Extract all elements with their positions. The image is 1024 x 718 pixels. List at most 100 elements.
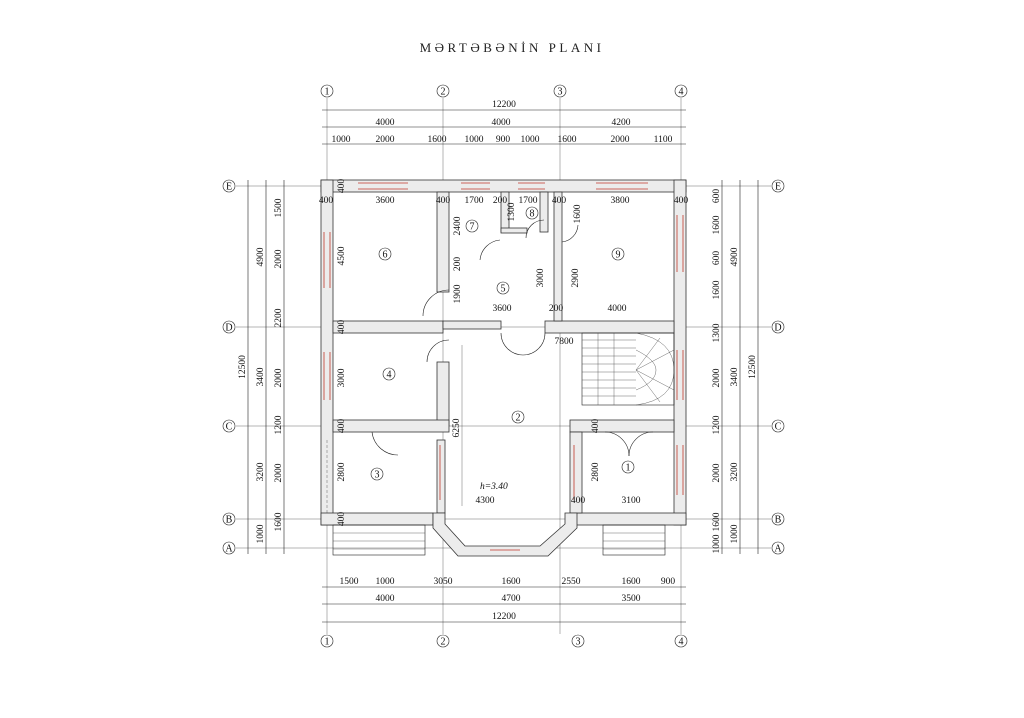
idim-400-h: 400 (591, 419, 601, 434)
dim-right-row1-9: 1000 (712, 534, 722, 553)
idim-400-d: 400 (674, 196, 689, 206)
dim-bottom-row1-6: 900 (661, 577, 676, 587)
idim-400-g: 400 (337, 419, 347, 434)
door-room7 (479, 239, 501, 261)
axis-bubble-bottom-2 (436, 634, 450, 648)
dim-right-row2-1: 3400 (730, 367, 740, 386)
axis-label-left-d: D (225, 323, 232, 334)
room-7-marker (465, 219, 479, 233)
axis-bubble-right-e (771, 179, 785, 193)
idim-2400: 2400 (453, 216, 463, 235)
idim-3600-b: 3600 (493, 304, 512, 314)
room-1-label: 1 (626, 463, 631, 474)
idim-1700-b: 1700 (519, 196, 538, 206)
room-9-marker (611, 247, 625, 261)
idim-2900: 2900 (571, 268, 581, 287)
axis-bubble-top-3 (553, 84, 567, 98)
axis-bubble-bottom-4 (674, 634, 688, 648)
door-room9 (561, 224, 579, 243)
doors (371, 219, 654, 457)
dim-left-row3-0: 1500 (274, 198, 284, 217)
door-room3 (371, 431, 399, 456)
axis-label-right-c: C (775, 422, 782, 433)
wall-east (673, 179, 687, 526)
dim-top-row3-4: 900 (496, 135, 511, 145)
stair-curve-1 (635, 332, 675, 371)
door-room8 (525, 219, 545, 239)
wall-d-left (332, 320, 444, 334)
dim-bottom-row2-0: 4000 (376, 594, 395, 604)
axis-label-top-1: 1 (325, 87, 330, 98)
wall-c-left (332, 419, 450, 433)
axis-label-bottom-2: 2 (441, 637, 446, 648)
interior-dimensions: 400 3600 400 1700 200 1700 400 3800 400 … (319, 179, 689, 527)
dim-right-row2-0: 4900 (730, 247, 740, 266)
wall-2-lower (436, 439, 446, 514)
dim-right-row2-2: 3200 (730, 462, 740, 481)
stair-curve-3 (635, 349, 657, 391)
idim-400-i: 400 (571, 496, 586, 506)
wall-west (320, 179, 334, 526)
dim-left-row3-2: 2200 (274, 308, 284, 327)
dim-bottom-row2-1: 4700 (502, 594, 521, 604)
staircase (581, 332, 675, 406)
room-6-label: 6 (383, 250, 388, 261)
stair-wind-4 (635, 369, 661, 403)
dim-left-row3-5: 2000 (274, 463, 284, 482)
dim-left-row2-0: 4900 (256, 247, 266, 266)
wall-wc-east (539, 191, 549, 233)
room-8-marker (525, 206, 539, 220)
idim-2800-a: 2800 (337, 462, 347, 481)
axis-bubble-top-1 (320, 84, 334, 98)
room-4-marker (382, 367, 396, 381)
idim-400-e: 400 (337, 179, 347, 194)
axis-bubble-left-e (222, 179, 236, 193)
dim-bottom-row1-1: 1000 (376, 577, 395, 587)
room-3-label: 3 (375, 470, 380, 481)
idim-200-a: 200 (493, 196, 508, 206)
idim-3000-b: 3000 (337, 368, 347, 387)
axis-markers: 1 2 3 4 1 2 3 4 E D C B A E D C B A (222, 84, 785, 648)
idim-1300: 1300 (507, 202, 517, 221)
axis-bubble-left-b (222, 512, 236, 526)
door-room6 (422, 289, 450, 317)
dim-left-total: 12500 (238, 355, 248, 379)
dim-left-row3-3: 2000 (274, 368, 284, 387)
axis-label-bottom-3: 3 (576, 637, 581, 648)
wall-bay (432, 512, 578, 557)
wall-wc-south (500, 227, 528, 234)
wall-2-upper (436, 191, 450, 293)
idim-4000: 4000 (608, 304, 627, 314)
wall-d-mid (442, 320, 502, 330)
axis-label-right-b: B (775, 515, 782, 526)
axis-label-right-d: D (774, 323, 781, 334)
idim-400-c: 400 (552, 196, 567, 206)
idim-1900: 1900 (453, 284, 463, 303)
axis-bubble-right-b (771, 512, 785, 526)
dim-right-row1-0: 600 (712, 189, 722, 204)
room-2-marker (511, 410, 525, 424)
axis-label-top-2: 2 (441, 87, 446, 98)
dim-bottom-row2-2: 3500 (622, 594, 641, 604)
dim-right-row1-5: 2000 (712, 368, 722, 387)
wall-north (320, 179, 687, 193)
dim-bottom-row1-2: 3050 (434, 577, 453, 587)
room-1-marker (621, 460, 635, 474)
dim-left-row2-3: 1000 (256, 524, 266, 543)
axis-label-left-c: C (226, 422, 233, 433)
stair-curve-2 (635, 369, 675, 406)
dim-top-row3-1: 2000 (376, 135, 395, 145)
axis-label-left-e: E (226, 182, 232, 193)
stair-box (581, 332, 675, 406)
dimensions-top: 12200 4000 4000 4200 1000 2000 1600 1000… (322, 100, 686, 145)
dim-top-row3-5: 1000 (521, 135, 540, 145)
dim-top-row2-2: 4200 (612, 118, 631, 128)
dim-right-total: 12500 (748, 355, 758, 379)
door-room1-b (628, 431, 654, 457)
axis-bubble-right-c (771, 419, 785, 433)
axis-bubble-right-d (771, 320, 785, 334)
dim-top-row2-1: 4000 (492, 118, 511, 128)
dim-right-row1-1: 1600 (712, 215, 722, 234)
room-2-label: 2 (516, 413, 521, 424)
